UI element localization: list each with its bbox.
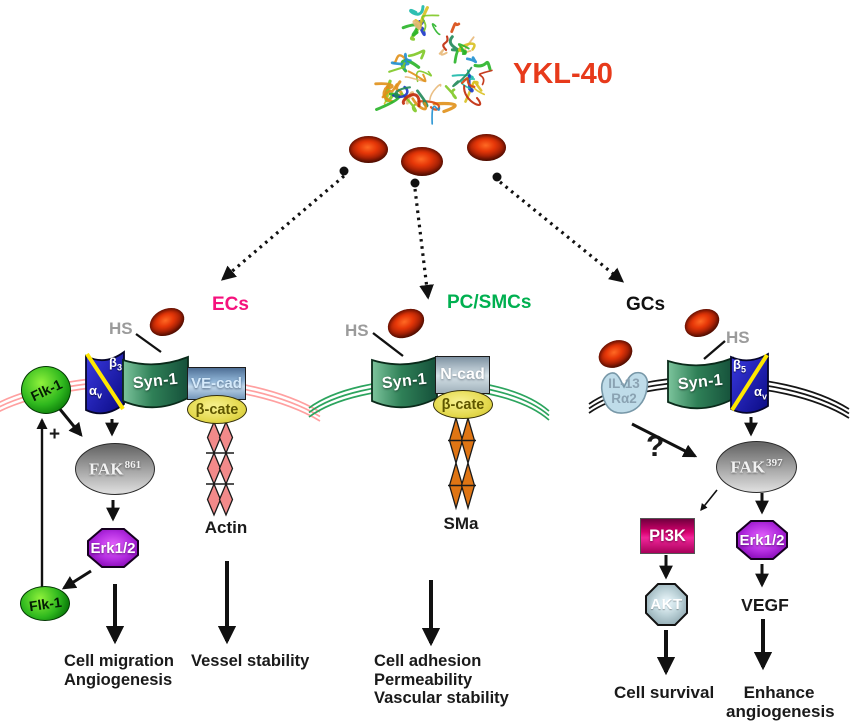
outcome-cell-adhesion: Cell adhesion Permeability Vascular stab… xyxy=(374,652,509,708)
sma-label: SMa xyxy=(443,514,479,533)
outcome-cell-survival: Cell survival xyxy=(614,683,715,702)
outcome-line: angiogenesis xyxy=(726,702,835,721)
integrin-beta3-alphav: β3 αv xyxy=(84,349,126,417)
il13-receptor-alpha2: IL-13 Rα2 xyxy=(595,365,653,417)
fak861-label: FAK861 xyxy=(88,458,142,479)
beta5-label: β5 xyxy=(733,357,746,375)
ecs-label: ECs xyxy=(212,294,249,315)
arrow-erk-to-flk1 xyxy=(61,569,92,590)
actin-filaments-icon xyxy=(206,420,234,517)
ykl40-protein-structure xyxy=(374,5,493,125)
outcome-line: Cell adhesion xyxy=(374,652,482,670)
arrow-il13-to-fak xyxy=(631,422,698,458)
pc-smcs-label: PC/SMCs xyxy=(447,292,532,313)
sma-filaments-icon xyxy=(448,415,476,511)
flk1-label: Flk-1 xyxy=(27,375,65,405)
syndecan1-ecs: Syn-1 xyxy=(121,351,190,413)
pi3k-node: PI3K xyxy=(640,518,695,554)
ncad-label: N-cad xyxy=(440,366,485,383)
vecad-label: VE-cad xyxy=(191,375,242,392)
actin-label: Actin xyxy=(204,518,248,537)
akt-label: AKT xyxy=(650,596,683,613)
fak861-node: FAK861 xyxy=(75,443,155,495)
flk1-label: Flk-1 xyxy=(27,593,63,614)
beta3-label: β3 xyxy=(109,355,122,373)
ykl40-molecule-icon xyxy=(467,134,506,161)
fak397-label: FAK397 xyxy=(730,456,783,477)
erk12-node-gcs: Erk1/2 xyxy=(735,519,789,561)
vegf-label: VEGF xyxy=(741,595,789,615)
hs-label-ecs: HS xyxy=(109,319,133,338)
hs-stick-pcsmcs xyxy=(372,332,404,357)
flk1-receptor-bottom: Flk-1 xyxy=(20,586,70,621)
syn1-label: Syn-1 xyxy=(132,370,179,393)
integrin-beta5-alphav: β5 αv xyxy=(729,350,770,416)
fak397-node: FAK397 xyxy=(716,441,797,493)
outcome-cell-migration: Cell migration Angiogenesis xyxy=(64,652,174,689)
alphav-label: αv xyxy=(753,384,767,402)
alphav-label: αv xyxy=(89,383,103,401)
arrow-fak-to-pi3k xyxy=(700,489,718,512)
syn1-label: Syn-1 xyxy=(381,370,428,393)
syndecan1-gcs: Syn-1 xyxy=(666,352,735,414)
hs-label-pcsmcs: HS xyxy=(345,321,369,340)
flk1-receptor-top: Flk-1 xyxy=(21,366,71,414)
outcome-line: Enhance xyxy=(743,683,815,702)
outcome-line: Cell migration xyxy=(64,652,175,670)
erk12-node-ecs: Erk1/2 xyxy=(86,527,140,569)
syndecan1-pcsmcs: Syn-1 xyxy=(370,351,439,413)
outcome-line: Vascular stability xyxy=(374,689,509,707)
syn1-label: Syn-1 xyxy=(677,371,724,394)
outcome-line: Permeability xyxy=(374,670,473,689)
ykl40-title: YKL-40 xyxy=(513,58,613,90)
akt-node: AKT xyxy=(644,582,689,627)
gcs-label: GCs xyxy=(626,294,666,315)
hs-label-gcs: HS xyxy=(726,328,750,347)
beta-catenin-ecs: β-cate xyxy=(187,395,247,424)
beta-catenin-pcsmcs: β-cate xyxy=(433,390,493,419)
ykl40-molecule-icon xyxy=(401,147,443,176)
erk12-label: Erk1/2 xyxy=(90,539,136,557)
erk12-label: Erk1/2 xyxy=(739,531,785,549)
plus-sign: + xyxy=(49,424,61,445)
outcome-vessel-stability: Vessel stability xyxy=(191,652,310,670)
il13ra2-label: IL-13 Rα2 xyxy=(608,376,640,406)
bcate-label: β-cate xyxy=(195,401,239,418)
arrow-flk1-to-fak xyxy=(57,407,83,437)
dotted-arrow-to-pcsmcs xyxy=(410,178,434,300)
hs-stick-ecs xyxy=(135,333,162,353)
outcome-enhance-angiogenesis: Enhance angiogenesis xyxy=(726,683,835,721)
bcate-label: β-cate xyxy=(441,396,485,413)
dotted-arrow-to-gcs xyxy=(492,172,625,283)
dotted-arrow-to-ecs xyxy=(220,166,349,281)
ykl40-molecule-icon xyxy=(349,136,388,163)
pi3k-label: PI3K xyxy=(649,526,686,545)
n-cadherin: N-cad xyxy=(435,356,490,394)
hs-stick-gcs xyxy=(703,340,726,360)
outcome-line: Angiogenesis xyxy=(64,670,173,689)
